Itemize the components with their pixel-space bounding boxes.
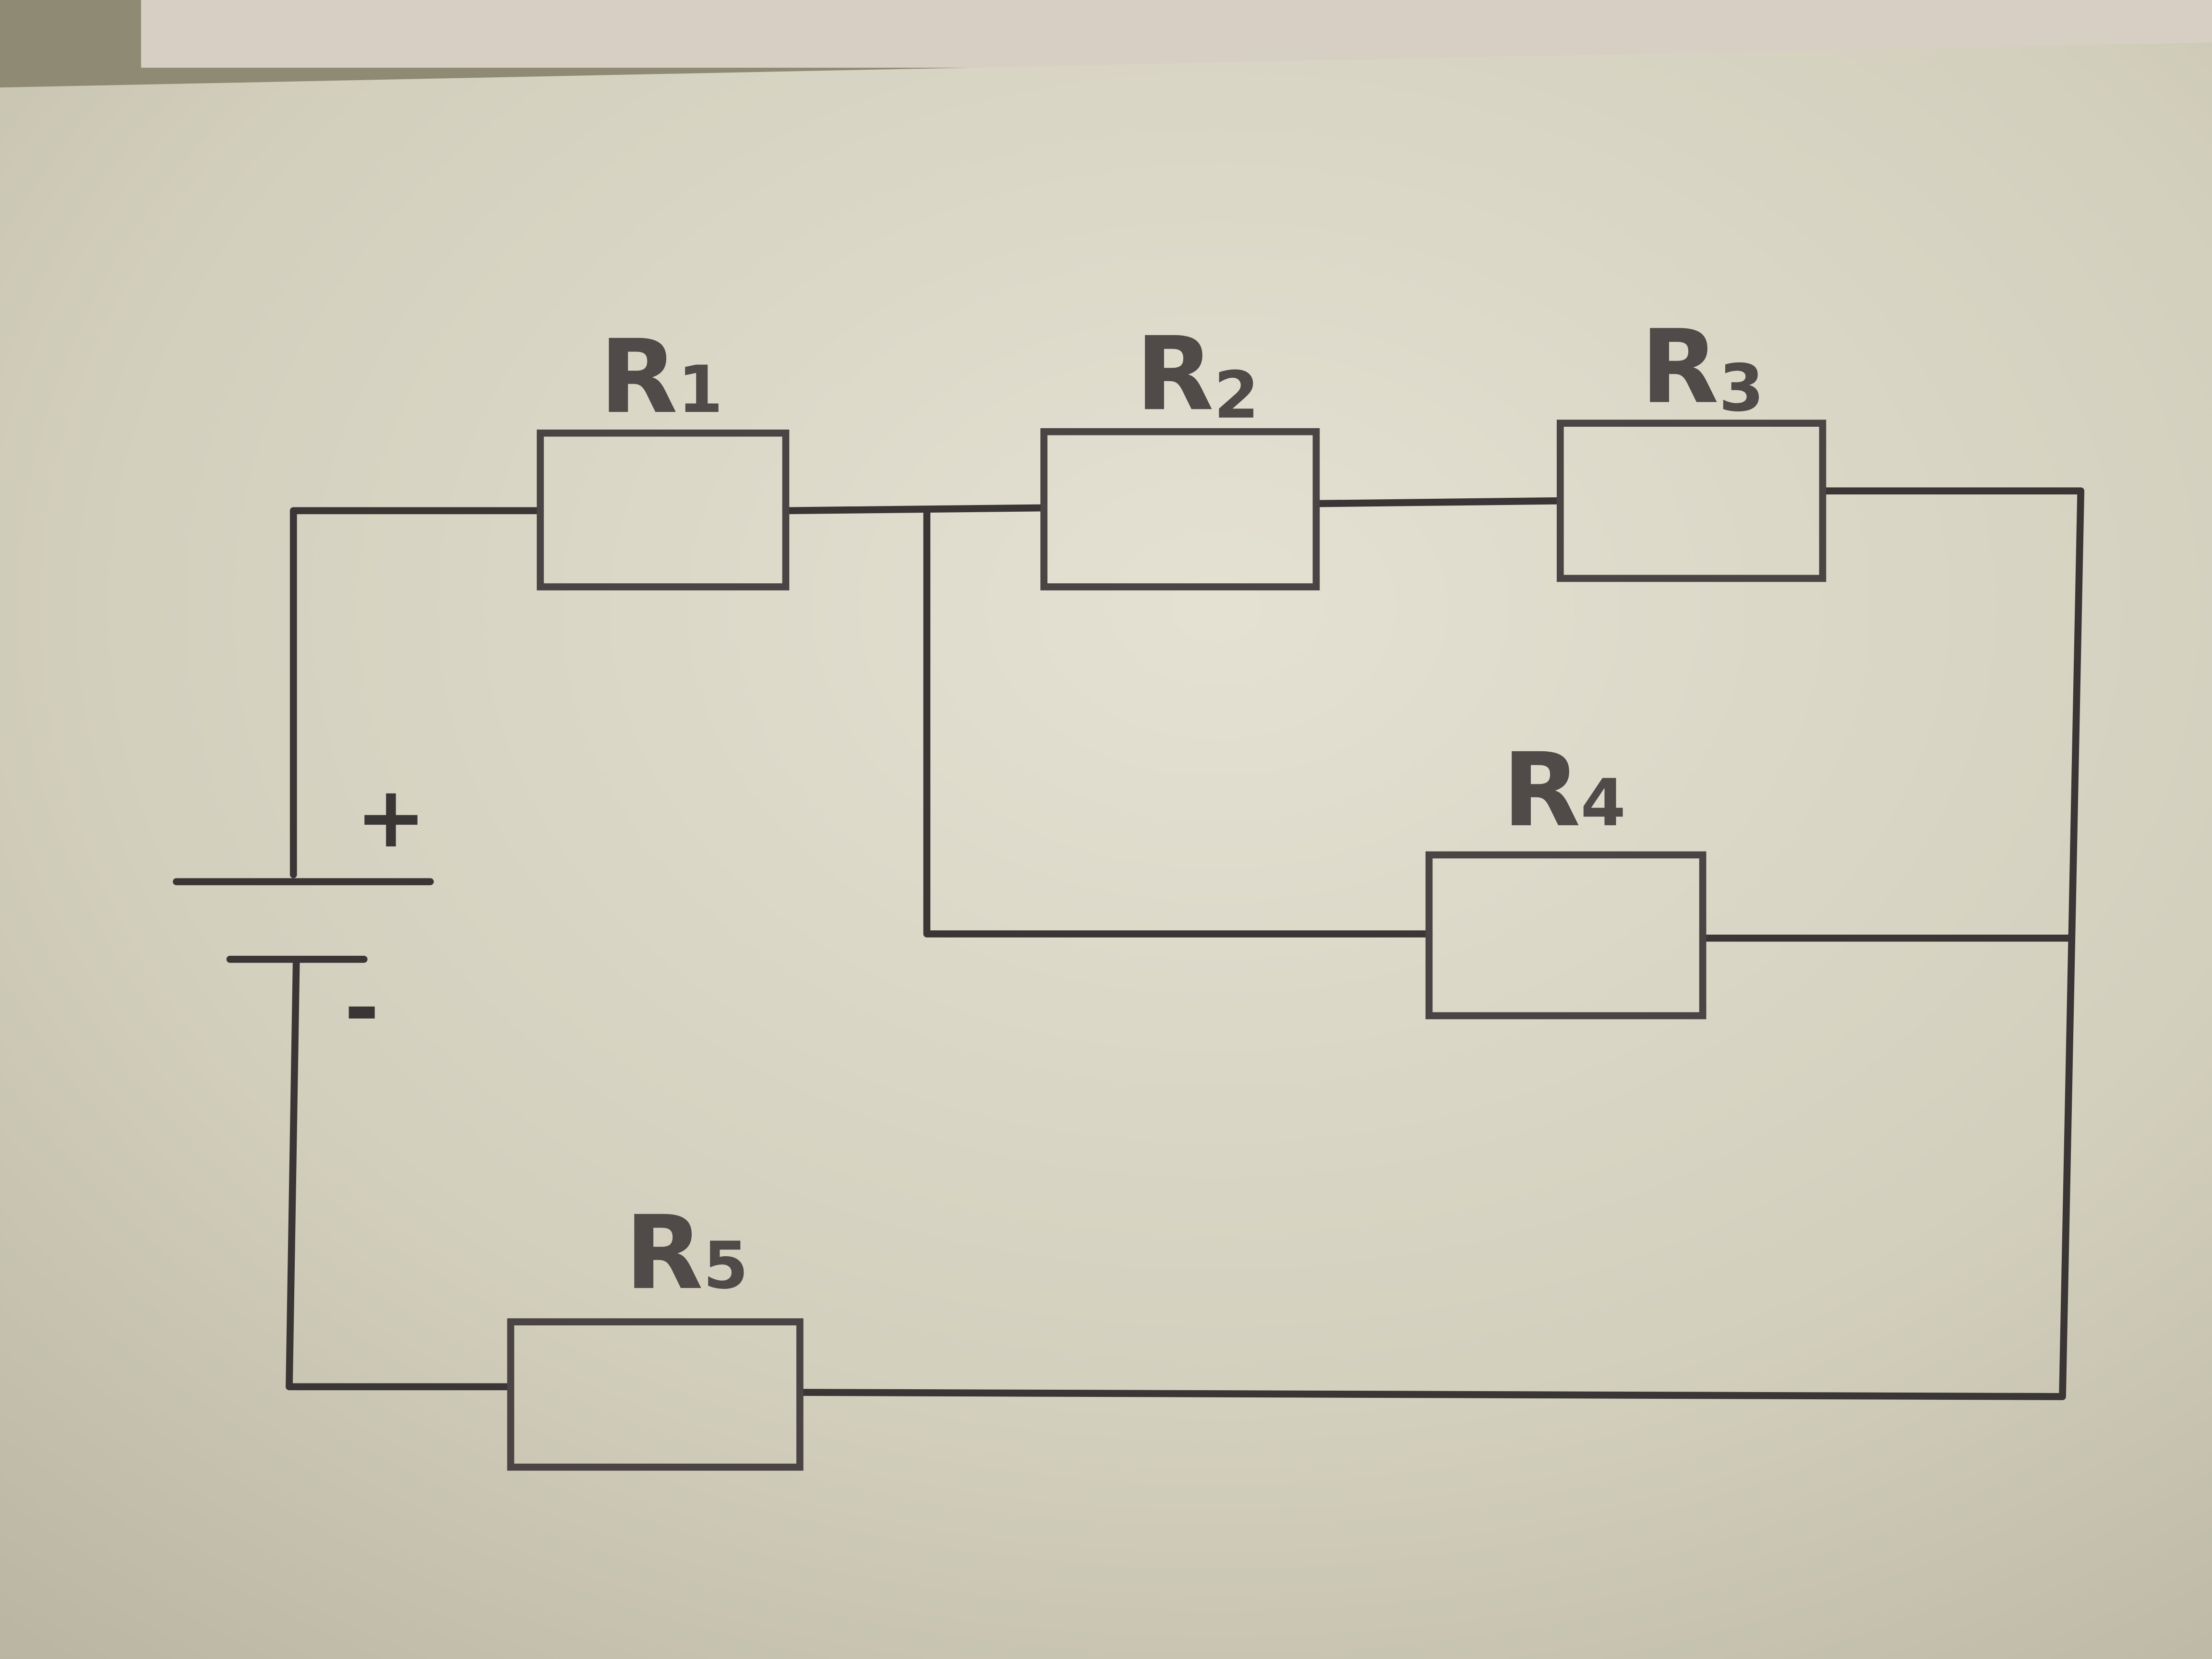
battery: + - [173, 768, 434, 1057]
wires [286, 487, 2085, 1400]
svg-text:R2: R2 [1136, 315, 1259, 433]
battery-positive-sign: + [356, 768, 427, 866]
battery-negative-sign: - [344, 958, 379, 1057]
svg-text:R3: R3 [1641, 308, 1764, 426]
resistor-r2: R2 [1040, 315, 1320, 590]
resistor-r1: R1 [537, 318, 790, 590]
resistor-r3: R3 [1556, 308, 1827, 582]
svg-text:R4: R4 [1503, 731, 1626, 849]
svg-text:R5: R5 [625, 1194, 748, 1312]
resistor-r4: R4 [1425, 731, 1707, 1020]
resistor-r5: R5 [507, 1194, 804, 1471]
svg-text:R1: R1 [600, 318, 723, 436]
paper-sheet [0, 42, 2212, 1659]
